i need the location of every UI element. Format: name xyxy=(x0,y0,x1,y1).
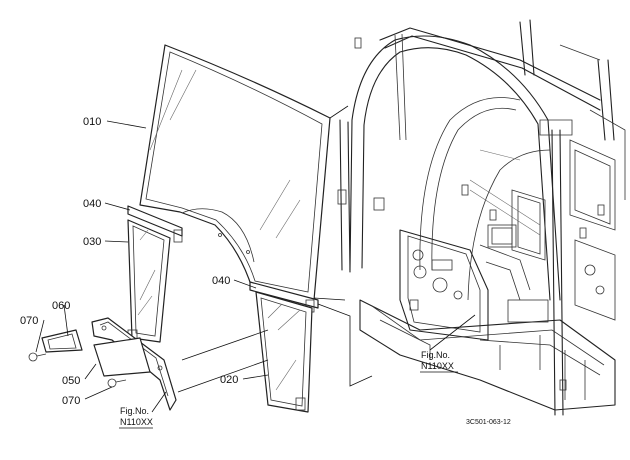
part-010-front-glass xyxy=(139,44,331,301)
callout-030: 030 xyxy=(83,236,101,248)
callout-060: 060 xyxy=(52,300,70,312)
part-060-bracket xyxy=(41,329,83,353)
part-040-seal-upper xyxy=(127,205,183,243)
callout-040-lower: 040 xyxy=(212,275,230,287)
drawing-code: 3C501-063-12 xyxy=(466,419,511,426)
part-070-bolt-lower xyxy=(107,378,127,388)
fig-ref-right-number[interactable]: N110XX xyxy=(421,361,454,371)
fig-ref-left-label: Fig.No. xyxy=(120,406,149,416)
callout-070-lower: 070 xyxy=(62,395,80,407)
callout-040-upper: 040 xyxy=(83,198,101,210)
callout-leaders xyxy=(35,120,269,400)
fig-ref-right[interactable]: Fig.No. N110XX xyxy=(420,350,458,373)
callout-020: 020 xyxy=(220,374,238,386)
part-070-bolt-upper xyxy=(28,352,47,362)
fig-ref-right-label: Fig.No. xyxy=(421,350,450,360)
callout-010: 010 xyxy=(83,116,101,128)
part-050-mount-frame xyxy=(91,317,177,411)
cab-frame xyxy=(337,19,626,416)
part-030-lower-glass-left xyxy=(127,219,171,343)
fig-ref-left-number[interactable]: N110XX xyxy=(120,417,153,427)
part-020-lower-glass-right xyxy=(255,291,313,413)
fig-ref-left[interactable]: Fig.No. N110XX xyxy=(119,406,153,429)
callout-050: 050 xyxy=(62,375,80,387)
alignment-lines xyxy=(151,105,476,413)
callout-070-upper: 070 xyxy=(20,315,38,327)
